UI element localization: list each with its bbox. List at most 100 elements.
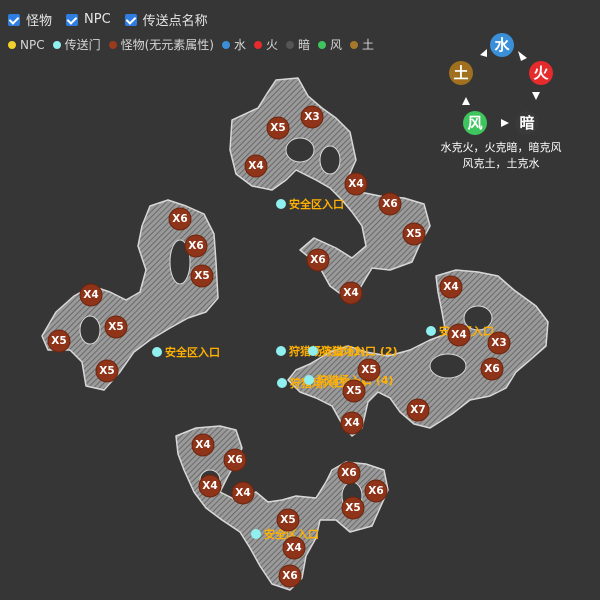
monster-marker[interactable]: X6: [364, 479, 388, 503]
monster-marker[interactable]: X3: [487, 331, 511, 355]
element-earth[interactable]: 土: [449, 61, 473, 85]
legend-monster: 怪物(无元素属性): [108, 36, 214, 53]
monster-marker[interactable]: X4: [340, 411, 364, 435]
monster-marker[interactable]: X4: [439, 275, 463, 299]
portal-marker[interactable]: 安全区入口: [276, 197, 344, 211]
monster-marker[interactable]: X7: [406, 398, 430, 422]
brown-dot-icon: [350, 40, 359, 49]
element-wind[interactable]: 风: [463, 111, 487, 135]
monster-level-label: X4: [343, 287, 358, 299]
monster-marker[interactable]: X4: [344, 172, 368, 196]
monster-icon: [306, 248, 330, 272]
legend-dark: 暗: [286, 36, 310, 53]
portal-marker[interactable]: 安全区入口: [251, 527, 319, 541]
legend-water: 水: [221, 36, 246, 53]
monster-level-label: X4: [348, 178, 363, 190]
monster-marker[interactable]: X5: [342, 379, 366, 403]
monster-level-label: X6: [382, 198, 397, 210]
legend-portal: 传送门: [52, 36, 101, 53]
monster-level-label: X5: [108, 321, 123, 333]
monster-level-label: X5: [345, 502, 360, 514]
monster-marker[interactable]: X4: [339, 281, 363, 305]
element-rule-line2: 风克土，土克水: [463, 157, 540, 170]
monster-level-label: X6: [368, 485, 383, 497]
monster-level-label: X4: [195, 439, 210, 451]
monster-icon: [79, 283, 103, 307]
void: [285, 137, 315, 163]
monster-marker[interactable]: X5: [402, 222, 426, 246]
monster-marker[interactable]: X6: [278, 564, 302, 588]
monster-marker[interactable]: X4: [191, 433, 215, 457]
monster-marker[interactable]: X4: [231, 481, 255, 505]
monster-level-label: X6: [227, 454, 242, 466]
legend-label: 怪物(无元素属性): [120, 38, 214, 52]
monster-icon: [487, 331, 511, 355]
monster-icon: [198, 474, 222, 498]
filter-monster[interactable]: 怪物: [8, 10, 52, 29]
monster-marker[interactable]: X5: [47, 329, 71, 353]
monster-level-label: X4: [443, 281, 458, 293]
monster-marker[interactable]: X3: [300, 105, 324, 129]
monster-marker[interactable]: X5: [104, 315, 128, 339]
filter-portal-name[interactable]: 传送点名称: [124, 10, 208, 29]
checkbox-checked-icon[interactable]: [66, 13, 79, 26]
filter-npc[interactable]: NPC: [66, 12, 111, 27]
blue-dot-icon: [221, 40, 230, 49]
element-water[interactable]: 水: [490, 33, 514, 57]
element-label: 风: [467, 114, 482, 132]
monster-marker[interactable]: X6: [223, 448, 247, 472]
monster-level-label: X4: [286, 542, 301, 554]
monster-marker[interactable]: X4: [447, 323, 471, 347]
element-label: 水: [494, 36, 510, 54]
checkbox-checked-icon[interactable]: [8, 13, 20, 26]
monster-marker[interactable]: X6: [378, 192, 402, 216]
monster-level-label: X4: [202, 480, 217, 492]
monster-marker[interactable]: X6: [168, 207, 192, 231]
void: [169, 239, 191, 285]
element-rule-line1: 水克火，火克暗，暗克风: [441, 140, 562, 154]
monster-icon: [223, 448, 247, 472]
monster-marker[interactable]: X5: [276, 508, 300, 532]
monster-icon: [300, 105, 324, 129]
portal-icon: [276, 346, 286, 356]
monster-level-label: X5: [346, 385, 361, 397]
portal-marker[interactable]: 安全区入口: [152, 345, 220, 359]
legend-earth: 土: [350, 36, 374, 53]
monster-level-label: X6: [484, 363, 499, 375]
monster-marker[interactable]: X5: [95, 359, 119, 383]
monster-marker[interactable]: X6: [184, 234, 208, 258]
monster-marker[interactable]: X6: [306, 248, 330, 272]
monster-level-label: X7: [410, 404, 425, 416]
monster-icon: [47, 329, 71, 353]
checkbox-checked-icon[interactable]: [124, 13, 137, 26]
element-dark[interactable]: 暗: [515, 111, 539, 135]
legend-label: 风: [330, 38, 343, 52]
monster-marker[interactable]: X4: [79, 283, 103, 307]
monster-marker[interactable]: X6: [337, 461, 361, 485]
monster-marker[interactable]: X5: [266, 116, 290, 140]
portal-marker[interactable]: 狩猎场入口 (1): [276, 344, 366, 358]
arrow-icon: [532, 92, 540, 100]
element-fire[interactable]: 火: [529, 61, 553, 85]
void: [463, 305, 493, 331]
monster-marker[interactable]: X4: [282, 536, 306, 560]
monster-level-label: X5: [194, 270, 209, 282]
portal-marker[interactable]: 狩猎场入口 (2): [308, 344, 398, 358]
monster-marker[interactable]: X5: [190, 264, 214, 288]
void: [429, 353, 467, 379]
monster-icon: [344, 172, 368, 196]
filter-bar: 怪物 NPC 传送点名称: [8, 10, 208, 29]
monster-icon: [184, 234, 208, 258]
monster-icon: [282, 536, 306, 560]
monster-level-label: X3: [304, 111, 319, 123]
monster-marker[interactable]: X4: [198, 474, 222, 498]
monster-marker[interactable]: X4: [244, 154, 268, 178]
monster-icon: [406, 398, 430, 422]
monster-marker[interactable]: X6: [480, 357, 504, 381]
monster-icon: [340, 411, 364, 435]
brown-dot-icon: [108, 40, 117, 49]
monster-marker[interactable]: X5: [357, 358, 381, 382]
monster-marker[interactable]: X5: [341, 496, 365, 520]
monster-icon: [364, 479, 388, 503]
